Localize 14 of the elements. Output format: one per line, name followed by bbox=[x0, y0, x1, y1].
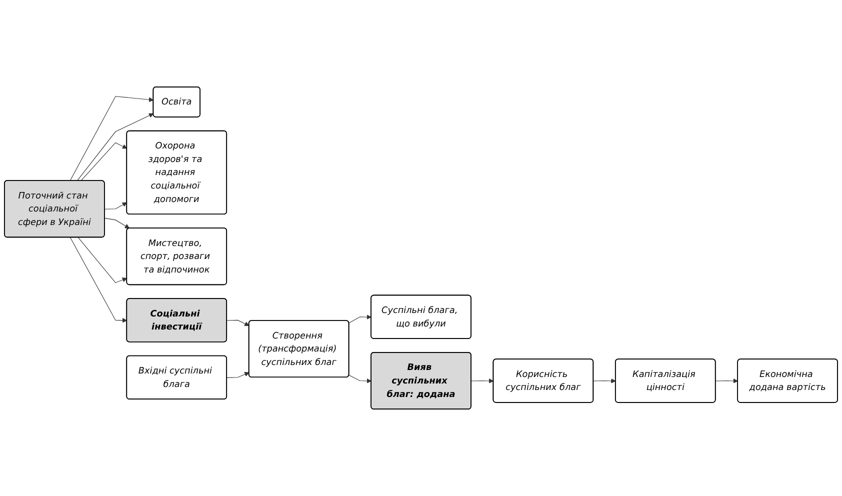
arrow bbox=[104, 202, 128, 210]
arrow bbox=[226, 372, 250, 378]
arrow bbox=[226, 320, 250, 326]
arrow bbox=[78, 237, 128, 284]
arrow bbox=[104, 218, 130, 229]
arrow bbox=[593, 378, 616, 384]
arrow bbox=[348, 374, 372, 384]
arrow bbox=[348, 314, 372, 324]
arrow bbox=[715, 378, 738, 384]
arrow bbox=[470, 378, 494, 384]
arrow bbox=[76, 113, 154, 182]
arrow bbox=[80, 142, 128, 182]
arrow bbox=[70, 237, 128, 323]
arrow bbox=[70, 96, 154, 182]
